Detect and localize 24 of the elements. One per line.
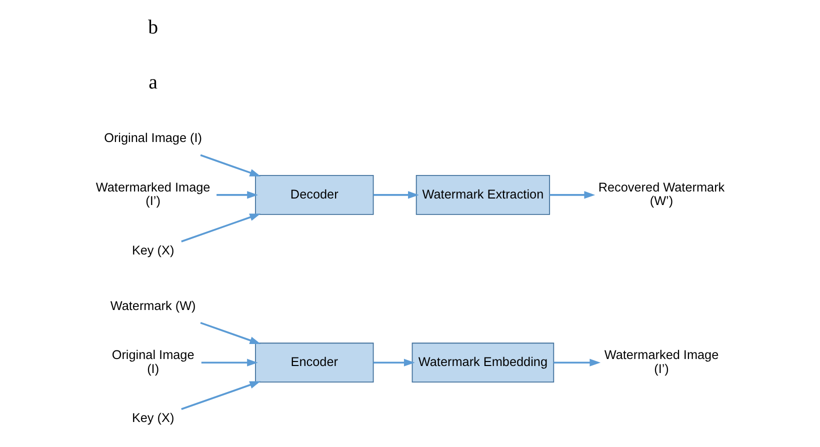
arrow xyxy=(373,358,415,366)
node-text: Key (X) xyxy=(132,243,174,258)
label: b xyxy=(148,16,158,38)
node-box: Watermark Embedding xyxy=(412,342,554,383)
arrow xyxy=(216,191,258,199)
arrow xyxy=(200,322,261,344)
node-text: Watermarked Image (I’) xyxy=(604,348,719,376)
node-text: Watermarked Image (I’) xyxy=(96,180,210,208)
arrow xyxy=(181,214,261,242)
node-text: Watermark (W) xyxy=(110,298,196,313)
arrow xyxy=(181,381,261,410)
node-box: Encoder xyxy=(255,342,374,383)
arrow xyxy=(550,191,596,199)
arrow xyxy=(201,358,258,366)
label: a xyxy=(148,72,158,94)
node-text: Original Image (I) xyxy=(104,131,202,146)
arrow xyxy=(200,154,261,176)
arrow xyxy=(373,191,419,199)
node-box: Decoder xyxy=(255,175,374,215)
node-text: Original Image (I) xyxy=(112,348,194,376)
node-box: Watermark Extraction xyxy=(416,175,550,215)
arrow xyxy=(554,358,601,366)
node-text: Recovered Watermark (W’) xyxy=(598,180,725,208)
node-text: Key (X) xyxy=(132,411,174,426)
